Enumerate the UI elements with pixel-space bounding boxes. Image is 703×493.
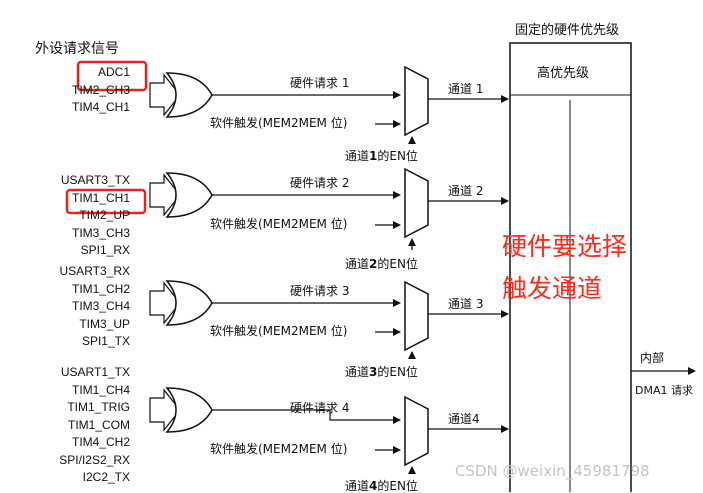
signal-bundle-arrow bbox=[149, 281, 181, 325]
watermark: CSDN @weixin_45981798 bbox=[455, 462, 650, 480]
enable-bit-number: 4 bbox=[369, 479, 378, 493]
signal-label: TIM1_CH2 bbox=[71, 281, 130, 296]
software-trigger-label: 软件触发(MEM2MEM 位) bbox=[210, 217, 348, 231]
adc1-highlight-box bbox=[76, 60, 148, 92]
signal-label: SPI1_RX bbox=[80, 243, 130, 257]
fixed-priority-title: 固定的硬件优先级 bbox=[515, 23, 620, 38]
channel-mux bbox=[404, 280, 429, 352]
signal-label: SPI1_TX bbox=[81, 334, 130, 348]
hardware-request-label: 硬件请求 2 bbox=[290, 176, 350, 190]
signal-label: TIM1_COM bbox=[67, 417, 130, 432]
signal-label: TIM1_CH1 bbox=[71, 190, 130, 205]
signal-label: I2C2_TX bbox=[82, 470, 130, 484]
annotation-line-2: 触发通道 bbox=[502, 274, 603, 303]
enable-bit-prefix: 通道 bbox=[345, 479, 370, 493]
channel-label: 通道4 bbox=[448, 412, 480, 426]
signal-label: TIM1_CH4 bbox=[71, 382, 130, 397]
channel-label: 通道 2 bbox=[448, 184, 484, 198]
software-trigger-label: 软件触发(MEM2MEM 位) bbox=[210, 324, 348, 338]
signal-label: TIM4_CH2 bbox=[71, 435, 130, 449]
signal-bundle-arrow bbox=[149, 73, 181, 117]
signal-bundle-arrow bbox=[149, 173, 181, 217]
enable-bit-number: 3 bbox=[369, 365, 378, 379]
or-gate bbox=[165, 172, 213, 218]
or-gate bbox=[165, 387, 213, 433]
channel-mux bbox=[404, 65, 429, 137]
signal-label: TIM2_CH3 bbox=[71, 82, 130, 97]
enable-bit-label: 通道3的EN位 bbox=[345, 366, 418, 378]
or-gate bbox=[165, 280, 213, 326]
signal-label: TIM2_UP bbox=[79, 208, 130, 222]
enable-bit-suffix: 的EN位 bbox=[377, 479, 418, 493]
enable-bit-number: 2 bbox=[369, 257, 378, 271]
enable-bit-prefix: 通道 bbox=[345, 365, 370, 379]
enable-bit-suffix: 的EN位 bbox=[377, 365, 418, 379]
hardware-request-label: 硬件请求 1 bbox=[290, 76, 350, 90]
hardware-request-label: 硬件请求 4 bbox=[290, 401, 350, 415]
peripheral-signals-title: 外设请求信号 bbox=[35, 41, 119, 57]
channel-label: 通道 1 bbox=[448, 82, 484, 96]
priority-box bbox=[509, 42, 632, 492]
signal-label: TIM3_CH3 bbox=[71, 225, 130, 240]
signal-label: ADC1 bbox=[97, 65, 130, 79]
software-trigger-label: 软件触发(MEM2MEM 位) bbox=[210, 442, 348, 456]
enable-bit-prefix: 通道 bbox=[345, 149, 370, 163]
enable-bit-suffix: 的EN位 bbox=[377, 257, 418, 271]
software-trigger-label: 软件触发(MEM2MEM 位) bbox=[210, 116, 348, 130]
channel-label: 通道 3 bbox=[448, 297, 484, 311]
enable-bit-label: 通道4的EN位 bbox=[345, 480, 418, 492]
signal-label: USART3_RX bbox=[59, 264, 130, 278]
signal-label: TIM3_UP bbox=[79, 316, 130, 331]
high-priority-label: 高优先级 bbox=[537, 66, 590, 81]
tim2-up-highlight-box bbox=[65, 188, 147, 215]
or-gate bbox=[165, 72, 213, 118]
enable-bit-label: 通道1的EN位 bbox=[345, 150, 418, 162]
annotation-line-1: 硬件要选择 bbox=[502, 232, 628, 261]
signal-label: USART3_TX bbox=[60, 173, 130, 187]
signal-label: TIM3_CH4 bbox=[71, 299, 130, 313]
hardware-request-label: 硬件请求 3 bbox=[290, 284, 350, 298]
signal-label: SPI/I2S2_RX bbox=[59, 452, 130, 467]
channel-mux bbox=[404, 395, 429, 467]
enable-bit-prefix: 通道 bbox=[345, 257, 370, 271]
signal-label: TIM1_TRIG bbox=[67, 400, 130, 414]
signal-bundle-arrow bbox=[149, 388, 181, 432]
enable-bit-suffix: 的EN位 bbox=[377, 149, 418, 163]
dma1-request-label: DMA1 请求 bbox=[635, 384, 693, 397]
signal-label: USART1_TX bbox=[60, 365, 130, 379]
enable-bit-number: 1 bbox=[369, 149, 378, 163]
internal-label: 内部 bbox=[640, 351, 665, 365]
channel-mux bbox=[404, 167, 429, 239]
signal-label: TIM4_CH1 bbox=[71, 100, 130, 114]
hardware-request-line bbox=[212, 409, 401, 424]
enable-bit-label: 通道2的EN位 bbox=[345, 258, 418, 270]
